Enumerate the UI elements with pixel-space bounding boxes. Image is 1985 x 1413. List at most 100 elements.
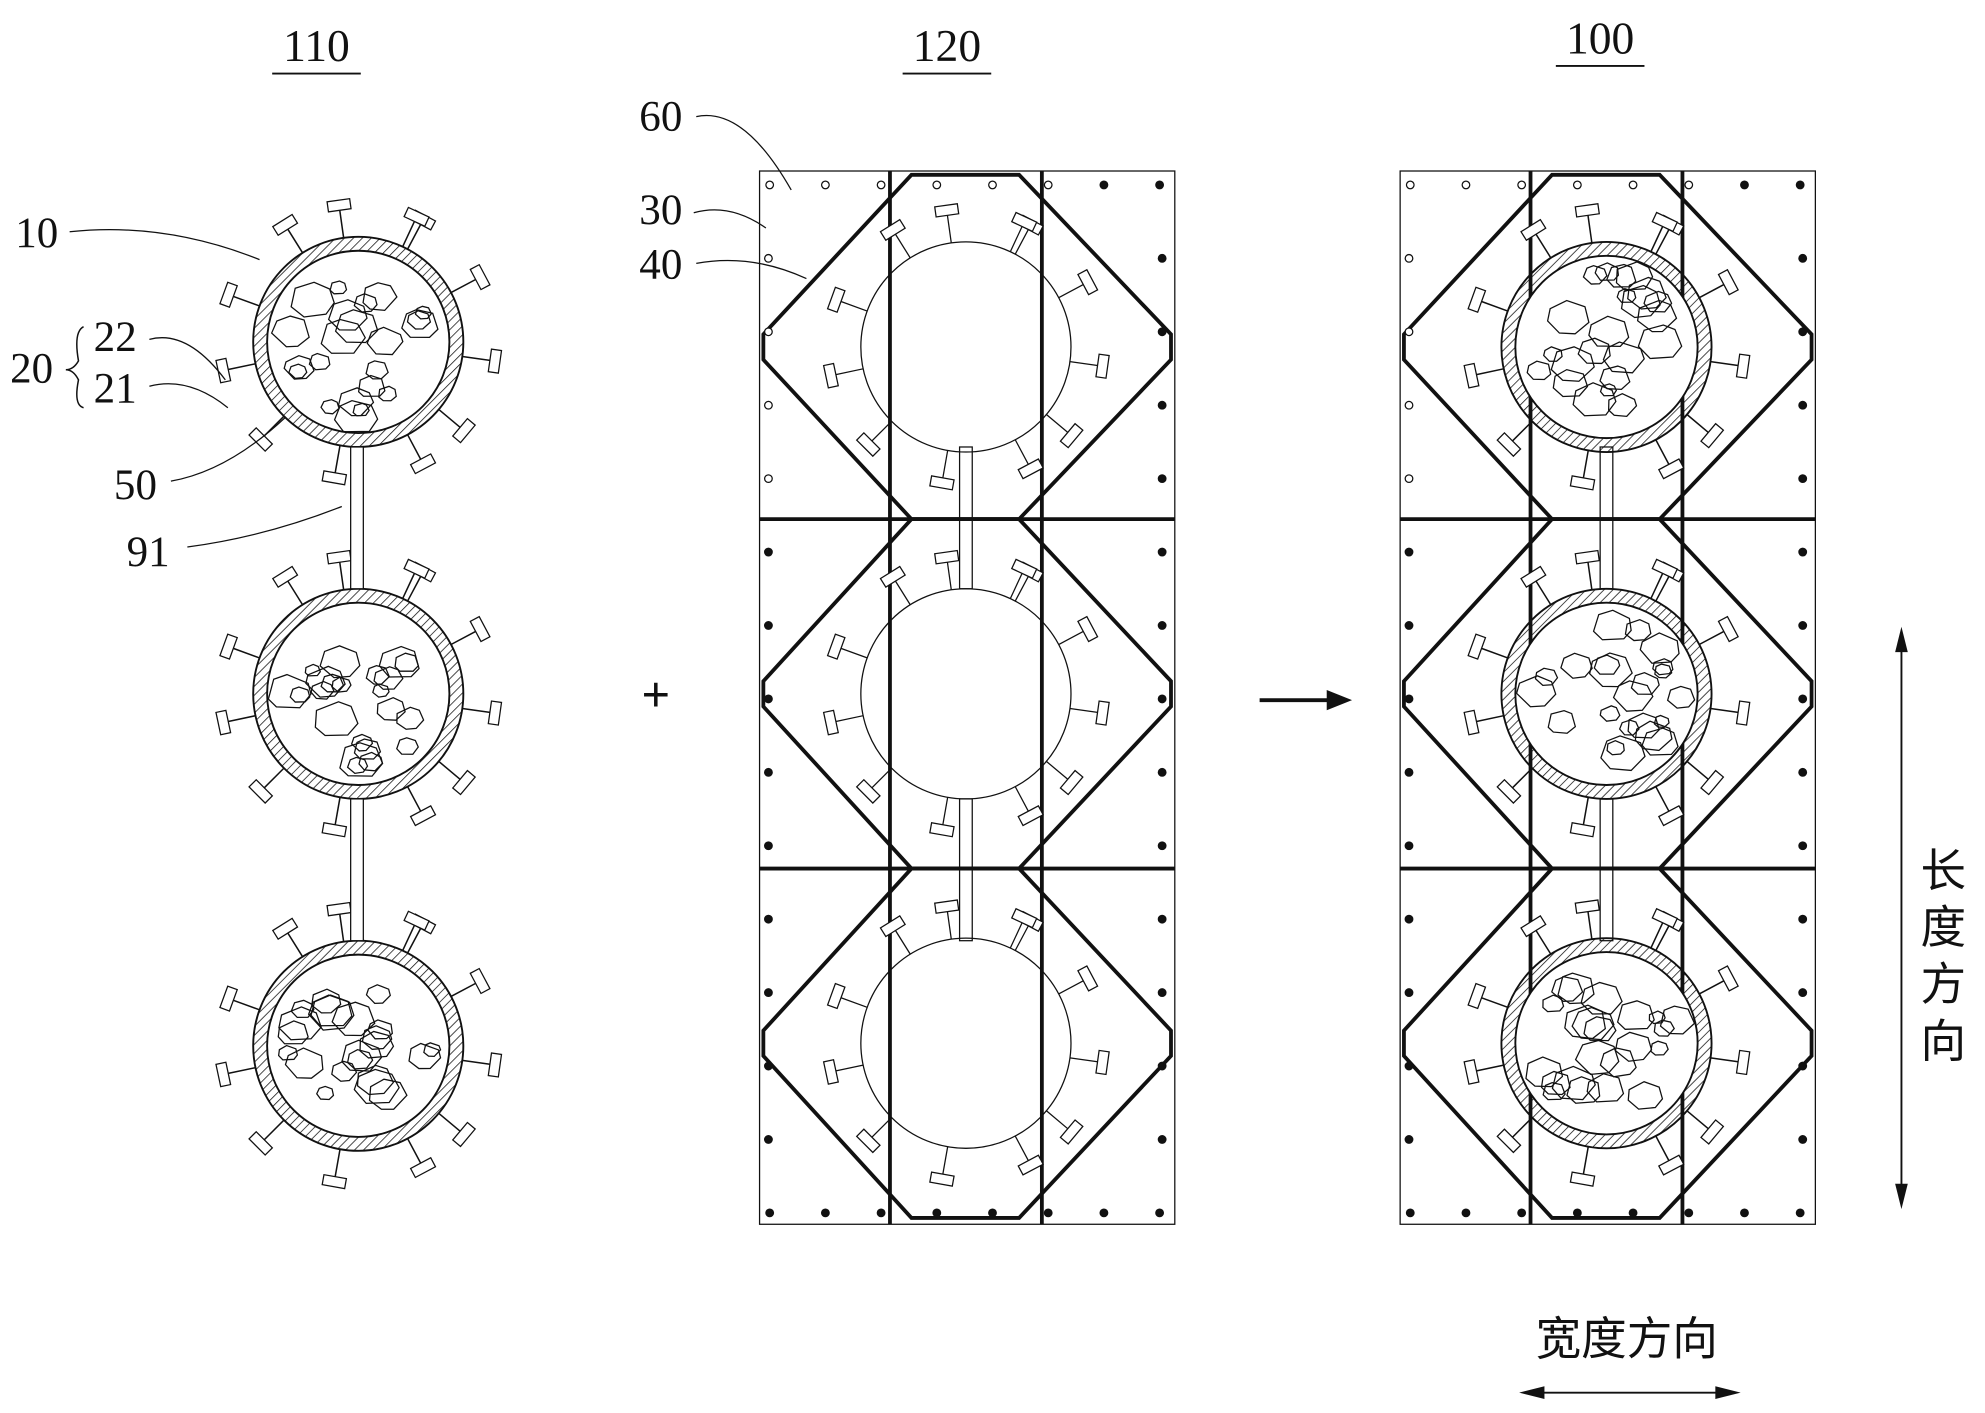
shear-connector-stem	[1536, 581, 1551, 605]
concrete-core	[1515, 256, 1697, 438]
shear-connector-stem	[1588, 215, 1592, 243]
shear-connector-head	[220, 282, 237, 307]
connecting-plate-91	[351, 447, 364, 589]
shear-connector-head	[1718, 966, 1738, 991]
rebar-dot	[1574, 1209, 1582, 1217]
shear-connector-head	[1570, 476, 1594, 490]
shear-connector-head	[216, 710, 231, 734]
rebar-dot	[1158, 915, 1166, 923]
rebar-dot	[1158, 1136, 1166, 1144]
shear-connector-head	[880, 916, 905, 937]
shear-connector-head	[1060, 771, 1082, 795]
shear-connector-stem	[1711, 1058, 1739, 1062]
shear-connector-stem	[1687, 1111, 1708, 1129]
leader-line	[149, 338, 225, 380]
shear-connector-stem	[1588, 912, 1592, 940]
rebar-dot	[1156, 1209, 1164, 1217]
numeral-20: 20	[10, 345, 53, 392]
rebar-dot	[933, 1209, 941, 1217]
shear-connector-stem	[408, 576, 421, 601]
shear-connector-head	[828, 287, 845, 312]
shear-connector-head	[453, 771, 475, 795]
numeral-60: 60	[639, 93, 682, 140]
grout-hole-30	[877, 181, 885, 189]
leader-line	[70, 230, 260, 260]
rebar-dot	[877, 1209, 885, 1217]
shear-connector-head	[488, 349, 501, 373]
shear-connector-head	[935, 204, 959, 217]
rebar-dot	[1158, 255, 1166, 263]
shear-connector-stem	[841, 998, 867, 1008]
rebar-dot	[1405, 769, 1413, 777]
shear-connector-head	[327, 199, 351, 212]
shear-connector-stem	[1482, 302, 1508, 312]
shear-connector-head	[1096, 354, 1109, 378]
shear-connector-head	[1659, 459, 1684, 479]
shear-connector-stem	[1046, 1111, 1067, 1129]
plus-sign: +	[641, 667, 670, 723]
steel-tube-column	[1464, 900, 1750, 1186]
rebar-dot	[1405, 1062, 1413, 1070]
shear-connector-head	[273, 215, 298, 236]
shear-connector-stem	[335, 445, 340, 472]
shear-connector-stem	[451, 631, 476, 644]
shear-connector-stem	[462, 1060, 490, 1064]
shear-connector-stem	[228, 1068, 255, 1074]
shear-connector-stem	[1046, 415, 1067, 433]
shear-connector-stem	[1656, 230, 1669, 255]
shear-connector-stem	[1070, 1058, 1098, 1062]
shear-connector-stem	[947, 562, 951, 590]
shear-connector-head	[880, 566, 905, 587]
shear-connector-head	[930, 1172, 954, 1186]
shear-connector-stem	[451, 280, 476, 293]
shear-connector-head	[327, 551, 351, 564]
rebar-dot	[1799, 769, 1807, 777]
shear-connector-stem	[836, 716, 863, 722]
grout-hole-30	[822, 181, 830, 189]
shear-connector-stem	[340, 210, 344, 238]
rebar-dot	[1799, 1136, 1807, 1144]
shear-connector-stem	[439, 761, 460, 779]
leader-line	[149, 384, 227, 408]
shear-connector-head	[1575, 900, 1599, 913]
shear-connector-stem	[1015, 230, 1028, 255]
shear-connector-head	[828, 634, 845, 659]
shear-connector-head	[1659, 1155, 1684, 1175]
rebar-dot	[1158, 548, 1166, 556]
shear-connector-stem	[335, 1149, 340, 1176]
assembly-100	[1400, 171, 1815, 1224]
shear-connector-head	[1060, 424, 1082, 448]
rebar-dot	[1158, 328, 1166, 336]
shear-connector-stem	[841, 648, 867, 658]
shear-connector-stem	[1699, 285, 1724, 298]
shear-connector-head	[1701, 1120, 1723, 1144]
shear-connector-head	[1570, 1172, 1594, 1186]
shear-connector-stem	[1059, 631, 1084, 644]
grout-hole-30	[765, 475, 773, 483]
leader-line	[187, 506, 341, 547]
shear-connector-stem	[1010, 227, 1022, 252]
rebar-dot	[1405, 915, 1413, 923]
rebar-dot	[1158, 622, 1166, 630]
stirrup-40	[763, 175, 1171, 519]
shear-connector-stem	[1583, 797, 1588, 824]
shear-connector-stem	[288, 933, 303, 957]
grout-hole-30	[1518, 181, 1526, 189]
shear-connector-stem	[1711, 708, 1739, 712]
shear-connector-stem	[335, 797, 340, 824]
shear-connector-head	[1468, 287, 1485, 312]
grout-hole-30	[1405, 328, 1413, 336]
shear-connector-stem	[1476, 369, 1503, 375]
rebar-dot	[1799, 255, 1807, 263]
shear-connector-stem	[1711, 362, 1739, 366]
shear-connector-head	[1521, 220, 1546, 241]
rebar-dot	[1799, 989, 1807, 997]
shear-connector-head	[930, 476, 954, 490]
shear-connector-stem	[1010, 573, 1022, 598]
shear-connector-stem	[408, 787, 421, 812]
rebar-dot	[765, 769, 773, 777]
shear-connector-stem	[1656, 576, 1669, 601]
shear-connector-stem	[841, 302, 867, 312]
shear-connector-head	[1575, 204, 1599, 217]
